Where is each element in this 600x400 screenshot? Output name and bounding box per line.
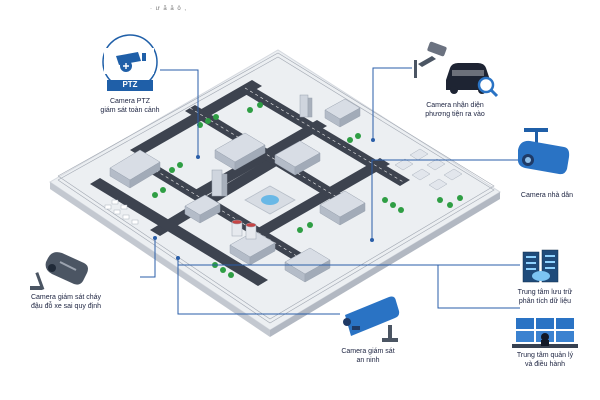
connector-lines (140, 67, 520, 315)
buildings (104, 94, 463, 283)
license-plate-camera-icon (414, 41, 499, 98)
fire-parking-camera-icon (30, 252, 88, 291)
ptz-badge: PTZ (122, 80, 138, 89)
home-camera-label: Camera nhà dân (520, 192, 574, 199)
central-plaza (244, 185, 296, 215)
connector-nodes (153, 138, 375, 260)
home-camera-icon (517, 128, 570, 175)
trees (152, 102, 463, 278)
ptz-camera-icon (102, 34, 158, 91)
data-center-icon (522, 249, 559, 283)
header-fragment: · ư ã ă ô , (150, 6, 188, 12)
perimeter-fence (57, 52, 495, 324)
control-room-icon (512, 318, 578, 348)
security-camera-icon (343, 296, 400, 342)
